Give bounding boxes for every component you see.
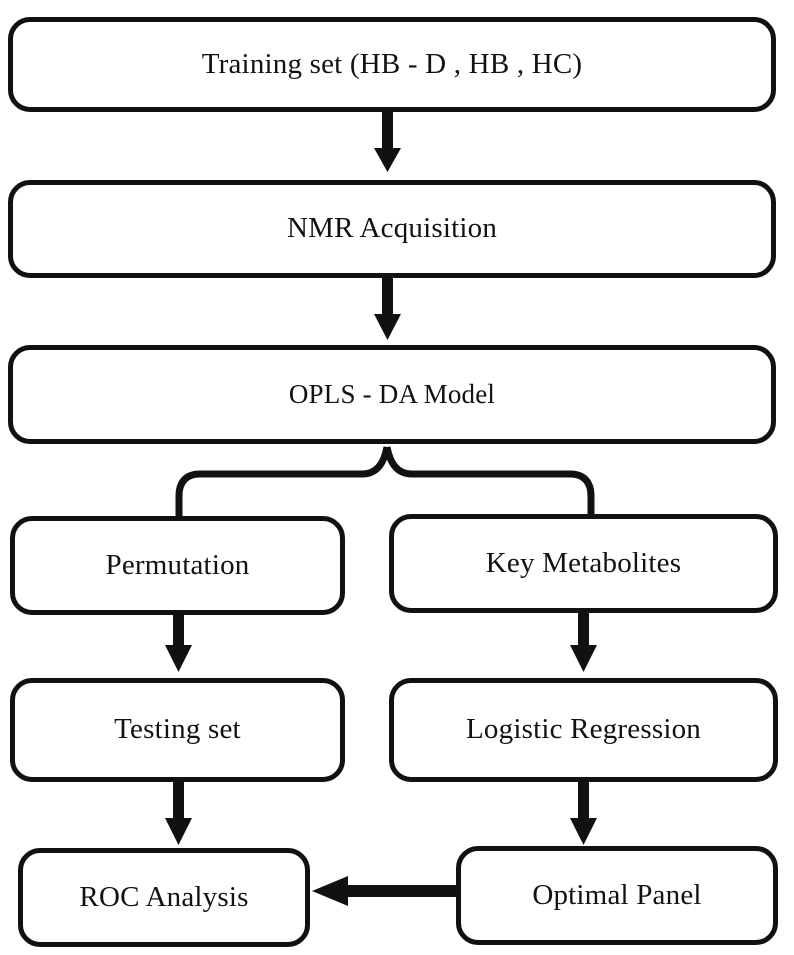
connector-opls-da-model-split-branch	[175, 446, 595, 516]
connector-logistic-regression-to-optimal-panel	[570, 780, 597, 845]
node-opls-da-model[interactable]: OPLS - DA Model	[8, 345, 776, 444]
connector-testing-set-to-roc-analysis	[165, 780, 192, 845]
connector-nmr-acquisition-to-opls-da-model	[374, 276, 401, 340]
node-key-metabolites-label: Key Metabolites	[485, 546, 682, 579]
node-roc-analysis-label: ROC Analysis	[79, 880, 249, 913]
node-nmr-acquisition-label: NMR Acquisition	[286, 212, 498, 245]
node-logistic-regression[interactable]: Logistic Regression	[389, 678, 778, 782]
node-roc-analysis[interactable]: ROC Analysis	[18, 848, 310, 947]
node-optimal-panel-label: Optimal Panel	[532, 878, 702, 911]
connector-permutation-to-testing-set	[165, 612, 192, 672]
node-opls-da-model-label: OPLS - DA Model	[288, 378, 496, 409]
node-testing-set[interactable]: Testing set	[10, 678, 345, 782]
node-permutation-label: Permutation	[105, 548, 250, 581]
connector-key-metabolites-to-logistic-regression	[570, 612, 597, 672]
node-key-metabolites[interactable]: Key Metabolites	[389, 514, 778, 613]
node-training-set-label: Training set (HB - D , HB , HC)	[201, 47, 583, 80]
node-nmr-acquisition[interactable]: NMR Acquisition	[8, 180, 776, 278]
connector-training-set-to-nmr-acquisition	[374, 108, 401, 172]
node-permutation[interactable]: Permutation	[10, 516, 345, 615]
connector-optimal-panel-to-roc-analysis	[312, 876, 457, 906]
node-testing-set-label: Testing set	[114, 713, 241, 746]
node-logistic-regression-label: Logistic Regression	[466, 713, 701, 746]
node-optimal-panel[interactable]: Optimal Panel	[456, 846, 778, 945]
node-training-set[interactable]: Training set (HB - D , HB , HC)	[8, 17, 776, 112]
